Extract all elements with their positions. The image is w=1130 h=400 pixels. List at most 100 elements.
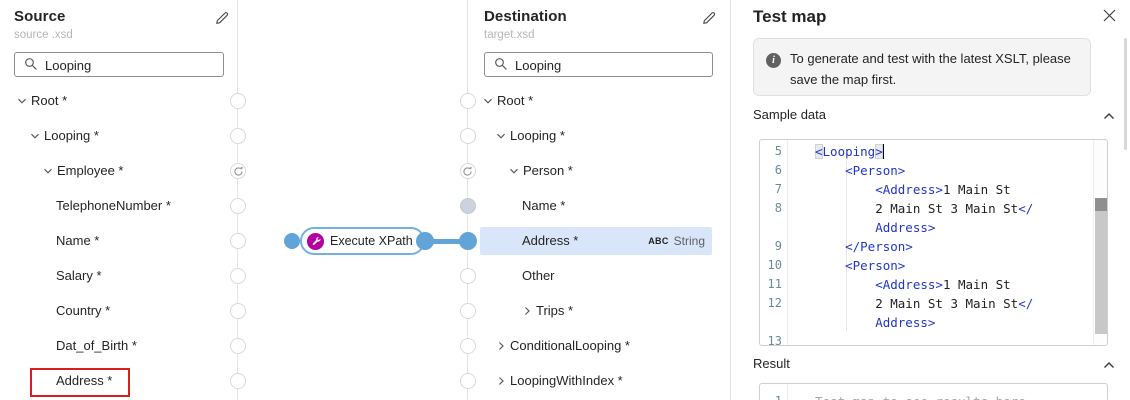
- chevron-right-icon[interactable]: [496, 376, 506, 386]
- tree-item[interactable]: Address *: [0, 367, 232, 395]
- tree-item[interactable]: Name *: [0, 227, 232, 255]
- search-icon: [494, 57, 508, 76]
- line-number: 6: [774, 163, 782, 177]
- code-line: 10 <Person>: [760, 256, 1107, 275]
- edit-source-pencil-icon[interactable]: [214, 10, 230, 26]
- chevron-down-icon[interactable]: [43, 166, 53, 176]
- destination-panel-title: Destination: [484, 8, 567, 25]
- destination-search-input[interactable]: [513, 53, 710, 78]
- connection-handle[interactable]: [230, 268, 246, 284]
- connection-handle[interactable]: [230, 198, 246, 214]
- close-icon[interactable]: [1102, 8, 1118, 24]
- collapse-sample-data-chevron-up-icon[interactable]: [1102, 109, 1116, 127]
- code-line: 6 <Person>: [760, 161, 1107, 180]
- xml-tag: <Address>: [815, 182, 943, 197]
- sample-data-editor[interactable]: 5<Looping>6 <Person>7 <Address>1 Main St…: [759, 139, 1108, 346]
- function-input-handle[interactable]: [284, 233, 300, 249]
- code-text: <Person>: [815, 161, 905, 180]
- chevron-down-icon[interactable]: [509, 166, 519, 176]
- chevron-down-icon[interactable]: [496, 131, 506, 141]
- tree-item[interactable]: ConditionalLooping *: [480, 332, 712, 360]
- tree-item[interactable]: Looping *: [0, 122, 232, 150]
- editor-scrollbar-decoration: [1095, 198, 1107, 211]
- tree-item[interactable]: Country *: [0, 297, 232, 325]
- connection-handle[interactable]: [459, 338, 476, 354]
- info-icon: i: [766, 53, 781, 68]
- tree-item[interactable]: LoopingWithIndex *: [480, 367, 712, 395]
- test-map-panel-scrollbar[interactable]: [1124, 38, 1127, 150]
- chevron-down-icon[interactable]: [17, 96, 27, 106]
- xml-tag: <Person>: [815, 163, 906, 178]
- code-line: 11 <Address>1 Main St: [760, 275, 1107, 294]
- connection-handle[interactable]: [459, 268, 476, 284]
- loop-connection-handle[interactable]: [230, 163, 246, 179]
- result-section-header: Result: [753, 356, 790, 371]
- connection-handle[interactable]: [230, 93, 246, 109]
- source-file-name: source .xsd: [14, 29, 73, 41]
- tree-item-label: Looping *: [44, 128, 99, 143]
- tree-item[interactable]: Dat_of_Birth *: [0, 332, 232, 360]
- connection-handle[interactable]: [459, 373, 476, 389]
- chevron-right-icon[interactable]: [496, 341, 506, 351]
- xml-tag: </: [1018, 296, 1034, 311]
- destination-panel: Destination target.xsd Root *Looping *Pe…: [467, 0, 730, 400]
- source-panel: Source source .xsd Root * Looping * Employ…: [0, 0, 238, 400]
- xml-text-content: 2 Main St 3 Main St: [815, 296, 1019, 311]
- connection-handle[interactable]: [230, 128, 246, 144]
- connection-handle[interactable]: [458, 232, 477, 250]
- xml-tag: Address>: [815, 315, 936, 330]
- tree-item[interactable]: Employee *: [0, 157, 232, 185]
- chevron-down-icon[interactable]: [483, 96, 493, 106]
- function-output-handle[interactable]: [416, 232, 434, 250]
- code-text: 2 Main St 3 Main St</: [815, 199, 1033, 218]
- connection-handle[interactable]: [459, 128, 476, 144]
- tree-item-label: Person *: [523, 163, 573, 178]
- tree-item[interactable]: TelephoneNumber *: [0, 192, 232, 220]
- text-cursor: [882, 144, 885, 159]
- tree-item[interactable]: Trips *: [480, 297, 712, 325]
- tree-item[interactable]: Other: [480, 262, 712, 290]
- connection-handle[interactable]: [230, 373, 246, 389]
- tree-item[interactable]: Looping *: [480, 122, 712, 150]
- line-number: 10: [767, 258, 782, 272]
- tree-item-label: Trips *: [536, 303, 574, 318]
- source-search-input[interactable]: [43, 53, 221, 78]
- tree-item[interactable]: Root *: [0, 87, 232, 115]
- source-tree: Root * Looping * Employee * TelephoneNumber…: [0, 0, 232, 400]
- collapse-result-chevron-up-icon[interactable]: [1102, 358, 1116, 376]
- source-panel-title: Source: [14, 8, 66, 25]
- xml-tag: </Person>: [815, 239, 913, 254]
- result-editor[interactable]: 1 Test map to see results here: [759, 383, 1108, 400]
- connection-handle[interactable]: [459, 93, 476, 109]
- tree-item[interactable]: Salary *: [0, 262, 232, 290]
- tree-item[interactable]: Root *: [480, 87, 712, 115]
- code-text: <Address>1 Main St: [815, 275, 1010, 294]
- editor-scrollbar[interactable]: [1093, 140, 1107, 345]
- tree-item[interactable]: Name *: [480, 192, 712, 220]
- connection-handle[interactable]: [230, 233, 246, 249]
- loop-connection-handle[interactable]: [459, 163, 476, 179]
- xml-tag: <Address>: [815, 277, 943, 292]
- line-number: 13: [767, 334, 782, 346]
- connection-handle[interactable]: [459, 198, 476, 214]
- code-text: <Person>: [815, 256, 905, 275]
- connection-handle[interactable]: [230, 303, 246, 319]
- tree-item-label: Address *: [522, 233, 579, 248]
- xml-tag: >: [875, 144, 883, 159]
- edit-destination-pencil-icon[interactable]: [701, 10, 717, 26]
- chevron-down-icon[interactable]: [30, 131, 40, 141]
- connection-handle[interactable]: [230, 338, 246, 354]
- sample-data-section-header: Sample data: [753, 107, 826, 122]
- connection-handle[interactable]: [459, 303, 476, 319]
- xml-tag: <Person>: [815, 258, 906, 273]
- editor-scrollbar-thumb[interactable]: [1095, 198, 1107, 334]
- line-number: 8: [774, 201, 782, 215]
- indent-guide: [846, 161, 847, 331]
- tree-item[interactable]: Person *: [480, 157, 712, 185]
- chevron-right-icon[interactable]: [522, 306, 532, 316]
- tree-item-label: LoopingWithIndex *: [510, 373, 623, 388]
- connection-edge[interactable]: [425, 238, 467, 244]
- function-node-execute-xpath[interactable]: Execute XPath: [300, 227, 425, 255]
